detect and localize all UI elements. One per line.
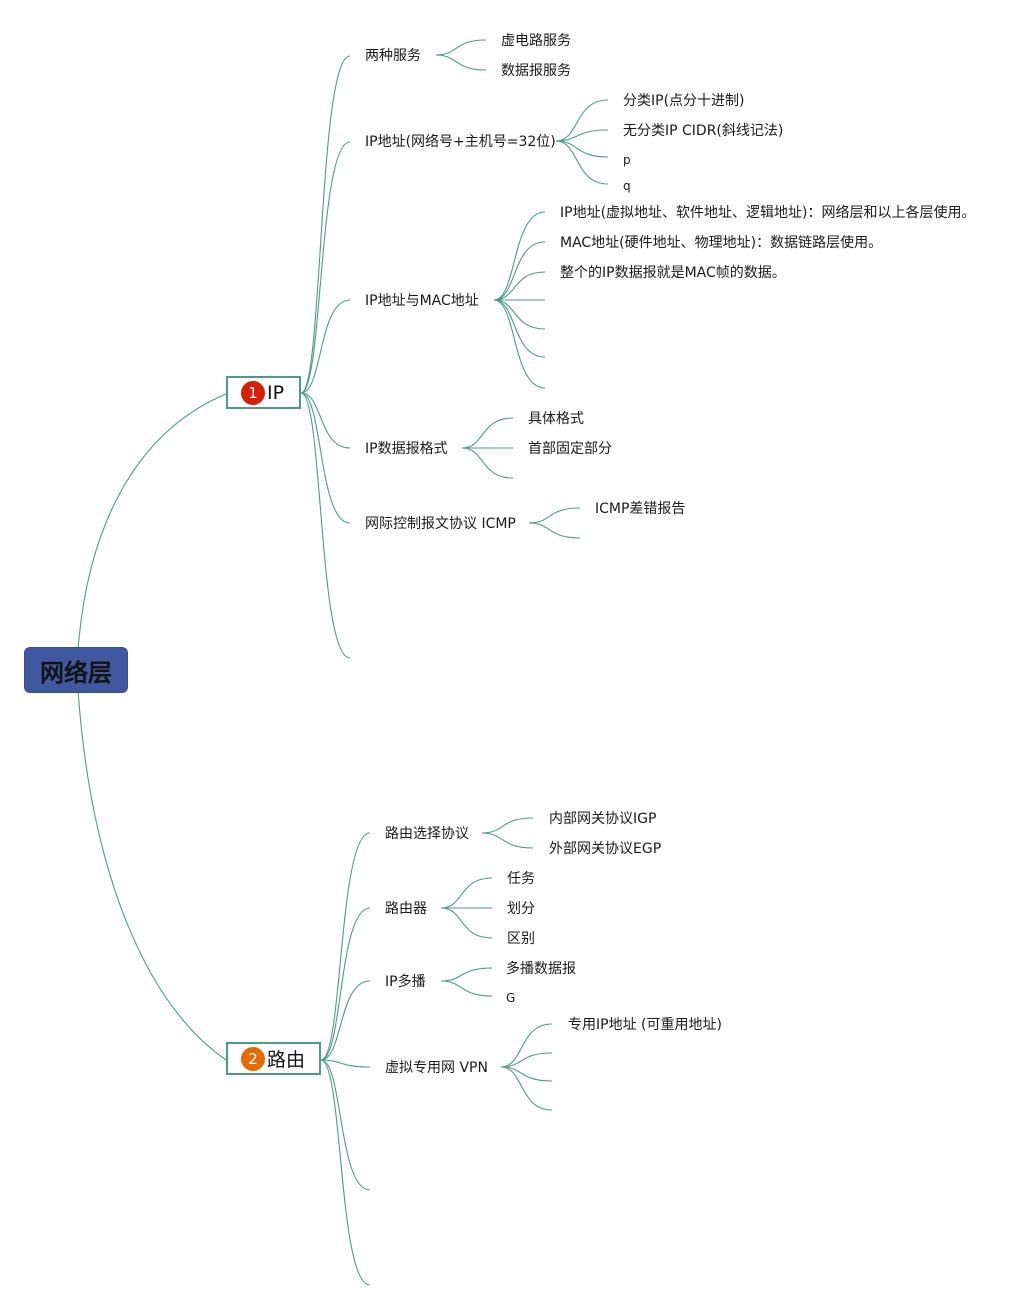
connector-ip-address — [555, 99, 609, 142]
connector-multicast — [440, 967, 493, 982]
connector-ip-branch — [300, 141, 351, 394]
connector-two-services — [435, 54, 487, 71]
connector-ip-mac — [493, 241, 546, 301]
leaf-datagram-service[interactable]: 数据报服务 — [501, 63, 571, 79]
leaf-ip-datagram-mac-frame[interactable]: 整个的IP数据报就是MAC帧的数据。 — [560, 265, 786, 281]
connector-datagram-format — [461, 417, 514, 449]
connector-routing-branch — [320, 980, 371, 1061]
connector-routing-branch — [320, 1059, 371, 1191]
leaf-classful-ip[interactable]: 分类IP(点分十进制) — [623, 93, 745, 109]
connector-ip-branch — [300, 392, 351, 524]
connector-root-routing — [77, 689, 227, 1061]
subtopic-ip-multicast[interactable]: IP多播 — [385, 974, 426, 990]
connector-ip-mac — [493, 211, 546, 301]
leaf-multicast-datagram[interactable]: 多播数据报 — [506, 961, 576, 977]
number-1-icon: 1 — [241, 380, 265, 405]
root-node[interactable]: 网络层 — [25, 648, 127, 692]
leaf-mac-address-desc[interactable]: MAC地址(硬件地址、物理地址)：数据链路层使用。 — [560, 235, 883, 251]
leaf-igp[interactable]: 内部网关协议IGP — [549, 811, 657, 827]
leaf-ip-address-desc[interactable]: IP地址(虚拟地址、软件地址、逻辑地址)：网络层和以上各层使用。 — [560, 205, 976, 221]
connector-routing-branch — [320, 1059, 371, 1068]
leaf-g[interactable]: G — [506, 991, 516, 1005]
connector-router — [440, 877, 493, 909]
connector-ip-mac — [493, 299, 546, 330]
connector-vpn — [500, 1052, 553, 1068]
connector-protocols — [481, 817, 534, 834]
topic-ip-label: IP — [267, 381, 285, 404]
connector-routing-branch — [320, 832, 371, 1061]
root-label: 网络层 — [40, 658, 112, 687]
leaf-icmp-error-report[interactable]: ICMP差错报告 — [595, 501, 686, 517]
connector-ip-mac — [493, 299, 546, 389]
connector-ip-address — [555, 129, 609, 142]
leaf-virtual-circuit[interactable]: 虚电路服务 — [501, 33, 571, 49]
subtopic-router[interactable]: 路由器 — [385, 901, 427, 917]
topic-routing-label: 路由 — [267, 1049, 306, 1071]
connector-routing-branch — [320, 1059, 371, 1286]
subtopic-vpn[interactable]: 虚拟专用网 VPN — [385, 1060, 488, 1076]
leaf-specific-format[interactable]: 具体格式 — [528, 411, 584, 427]
connector-datagram-format — [461, 447, 514, 479]
connector-root-ip — [77, 393, 227, 651]
connector-ip-mac — [493, 299, 546, 358]
leaf-fixed-header[interactable]: 首部固定部分 — [528, 441, 612, 457]
leaf-egp[interactable]: 外部网关协议EGP — [549, 841, 662, 857]
subtopic-two-services[interactable]: 两种服务 — [365, 48, 421, 64]
leaf-p[interactable]: p — [623, 153, 631, 167]
connector-ip-address — [555, 140, 609, 185]
connector-ip-branch — [300, 392, 351, 449]
topic-routing[interactable]: 2 路由 — [226, 1042, 321, 1075]
connector-vpn — [500, 1023, 553, 1068]
number-2-icon: 2 — [241, 1046, 265, 1071]
subtopic-ip-mac[interactable]: IP地址与MAC地址 — [365, 293, 479, 309]
connector-vpn — [500, 1066, 553, 1111]
leaf-private-ip[interactable]: 专用IP地址 (可重用地址) — [568, 1017, 722, 1033]
connector-vpn — [500, 1066, 553, 1082]
connector-ip-mac — [493, 271, 546, 301]
connector-icmp — [528, 522, 581, 539]
connector-ip-branch — [300, 55, 351, 394]
connector-protocols — [481, 832, 534, 849]
subtopic-icmp[interactable]: 网际控制报文协议 ICMP — [365, 516, 516, 532]
subtopic-routing-protocols[interactable]: 路由选择协议 — [385, 826, 469, 842]
leaf-cidr[interactable]: 无分类IP CIDR(斜线记法) — [623, 123, 784, 139]
connector-router — [440, 907, 493, 939]
subtopic-datagram-format[interactable]: IP数据报格式 — [365, 441, 448, 457]
connector-two-services — [435, 39, 487, 56]
connector-routing-branch — [320, 907, 371, 1061]
leaf-router-task[interactable]: 任务 — [507, 871, 535, 887]
connector-multicast — [440, 980, 493, 997]
connector-ip-branch — [300, 392, 351, 659]
connector-ip-branch — [300, 299, 351, 394]
leaf-q[interactable]: q — [623, 179, 631, 193]
connector-icmp — [528, 507, 581, 524]
leaf-router-division[interactable]: 划分 — [507, 901, 535, 917]
topic-ip[interactable]: 1 IP — [226, 376, 301, 409]
subtopic-ip-address[interactable]: IP地址(网络号+主机号=32位) — [365, 134, 556, 150]
leaf-router-difference[interactable]: 区别 — [507, 931, 535, 947]
